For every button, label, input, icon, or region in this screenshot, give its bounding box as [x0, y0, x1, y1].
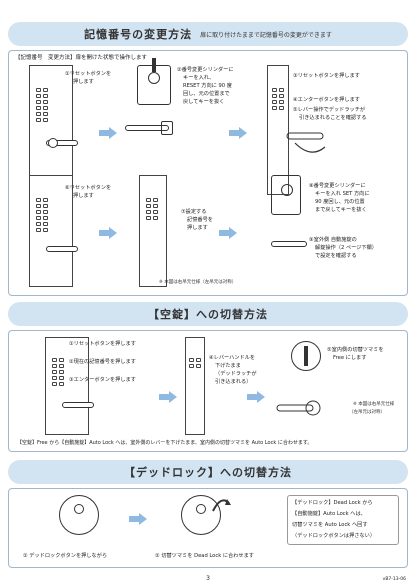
- info-line-3: 切替ツマミを Auto Lock へ回す: [292, 522, 368, 528]
- step-1: ①リセットボタンを: [65, 71, 112, 77]
- section-header-change-code: 記憶番号の変更方法 扉に取り付けたままで記憶番号の変更ができます: [8, 22, 408, 46]
- cylinder-illustration: [137, 58, 171, 105]
- step-3: ③エンターボタンを押します: [69, 377, 136, 383]
- document-code: vB7-13-06: [382, 577, 406, 582]
- door-illustration: [267, 65, 289, 195]
- deadlock-turn-illustration: [59, 495, 99, 535]
- free-mode-footer: 【空錠】Free から【自動施錠】Auto Lock へは、室外側のレバーを下げ…: [17, 440, 313, 446]
- page-number: 3: [206, 575, 210, 582]
- step-8-b: キーを入れ SET 方向に: [315, 191, 370, 197]
- step-1: ① デッドロックボタンを押しながら: [23, 553, 108, 559]
- keypad: [36, 88, 48, 122]
- step-7-a: ⑦設定する: [181, 209, 207, 215]
- arrow-right-icon: [99, 127, 117, 139]
- lever-rose: [48, 138, 58, 148]
- lever-side-illustration: [125, 121, 175, 137]
- arrow-right-icon: [129, 513, 147, 525]
- step-4-a: ④レバーハンドルを: [209, 355, 256, 361]
- step-2-d: 回し、元の位置まで: [183, 91, 230, 97]
- step-2: ②現在の記憶番号を押します: [69, 359, 136, 365]
- step-5-b: 引き込まれることを確認する: [299, 115, 367, 121]
- door-illustration: [29, 65, 78, 195]
- section-header-deadlock: 【デッドロック】への切替方法: [8, 460, 408, 484]
- mirror-note: ※ 本図は右吊元仕様（左吊元は対称）: [159, 280, 237, 285]
- step-2-b: キーを入れ、: [183, 75, 215, 81]
- lever-side-illustration: [271, 237, 311, 251]
- step-6-a: ⑥リセットボタンを: [65, 185, 112, 191]
- deadlock-turn-illustration: [181, 495, 221, 535]
- deadlock-info-box: 【デッドロック】Dead Lock から 【自動施錠】Auto Lock へは、…: [287, 495, 399, 545]
- step-8-d: まで戻してキーを抜く: [315, 207, 367, 213]
- step-3: ③リセットボタンを押します: [293, 73, 360, 79]
- door-illustration: [45, 337, 94, 435]
- step-4-b: 下げたまま: [215, 363, 241, 369]
- mirror-note-1: ※ 本図は右吊元仕様: [353, 402, 395, 407]
- step-7-b: 記憶番号を: [187, 217, 213, 223]
- change-code-panel: 【記憶番号 変更方法】扉を開けた状態で操作します ①リセットボタンを 押します …: [8, 50, 408, 296]
- step-9-c: で設定を確認する: [315, 253, 357, 259]
- step-1-b: 押します: [73, 79, 94, 85]
- step-4-c: （デッドラッチが: [215, 371, 257, 377]
- mirror-note-2: （左吊元は対称）: [349, 410, 385, 415]
- procedure-label: 【記憶番号 変更方法】扉を開けた状態で操作します: [15, 55, 148, 61]
- step-1: ①リセットボタンを押します: [69, 341, 136, 347]
- section-title: 記憶番号の変更方法: [84, 28, 193, 41]
- step-4: ④エンターボタンを押します: [293, 97, 360, 103]
- free-mode-panel: ①リセットボタンを押します ②現在の記憶番号を押します ③エンターボタンを押しま…: [8, 330, 408, 452]
- thumb-turn-illustration: [291, 341, 321, 371]
- section-header-free-mode: 【空錠】への切替方法: [8, 302, 408, 326]
- info-line-2: 【自動施錠】Auto Lock へは、: [292, 511, 366, 517]
- step-9-b: 解錠操作（2 ページ下欄）: [315, 245, 377, 251]
- step-5-a: ⑤室内側の切替ツマミを: [327, 347, 384, 353]
- step-2-c: RESET 方向に 90 度: [183, 83, 232, 89]
- info-line-1: 【デッドロック】Dead Lock から: [292, 500, 373, 506]
- arrow-right-icon: [247, 391, 265, 403]
- arrow-right-icon: [159, 391, 177, 403]
- step-8-c: 90 度回し、元の位置: [315, 199, 365, 205]
- step-6-b: 押します: [73, 193, 94, 199]
- step-2-e: 戻してキーを抜く: [183, 99, 225, 105]
- lever-handle: [46, 140, 78, 146]
- section-title: 【空錠】への切替方法: [148, 308, 268, 321]
- arrow-right-icon: [99, 227, 117, 239]
- step-2-a: ②番号変更シリンダーに: [177, 67, 234, 73]
- step-4-d: 引き込まれる）: [215, 379, 252, 385]
- step-8-a: ⑧番号変更シリンダーに: [309, 183, 366, 189]
- deadlock-panel: ① デッドロックボタンを押しながら ② 切替ツマミを Dead Lock に合わ…: [8, 488, 408, 568]
- section-title: 【デッドロック】への切替方法: [124, 466, 292, 479]
- rotate-arrow-icon: [212, 499, 231, 512]
- arrow-right-icon: [229, 127, 247, 139]
- step-5-a: ⑤レバー操作でデッドラッチが: [293, 107, 366, 113]
- section-subtitle: 扉に取り付けたままで記憶番号の変更ができます: [200, 31, 332, 39]
- cylinder-illustration: [271, 175, 301, 215]
- door-illustration: [185, 337, 205, 435]
- step-2: ② 切替ツマミを Dead Lock に合わせます: [155, 553, 254, 559]
- door-illustration: [139, 175, 167, 287]
- lever-rotation-icon: [286, 132, 326, 153]
- step-5-b: Free にします: [333, 355, 367, 361]
- step-9-a: ⑨室外側 自動施錠の: [309, 237, 357, 243]
- arrow-right-icon: [219, 227, 237, 239]
- door-illustration: [29, 175, 78, 287]
- step-7-c: 押します: [187, 225, 208, 231]
- lever-rotation-icon: [276, 400, 321, 416]
- info-line-4: （デッドロックボタンは押さない）: [292, 533, 376, 539]
